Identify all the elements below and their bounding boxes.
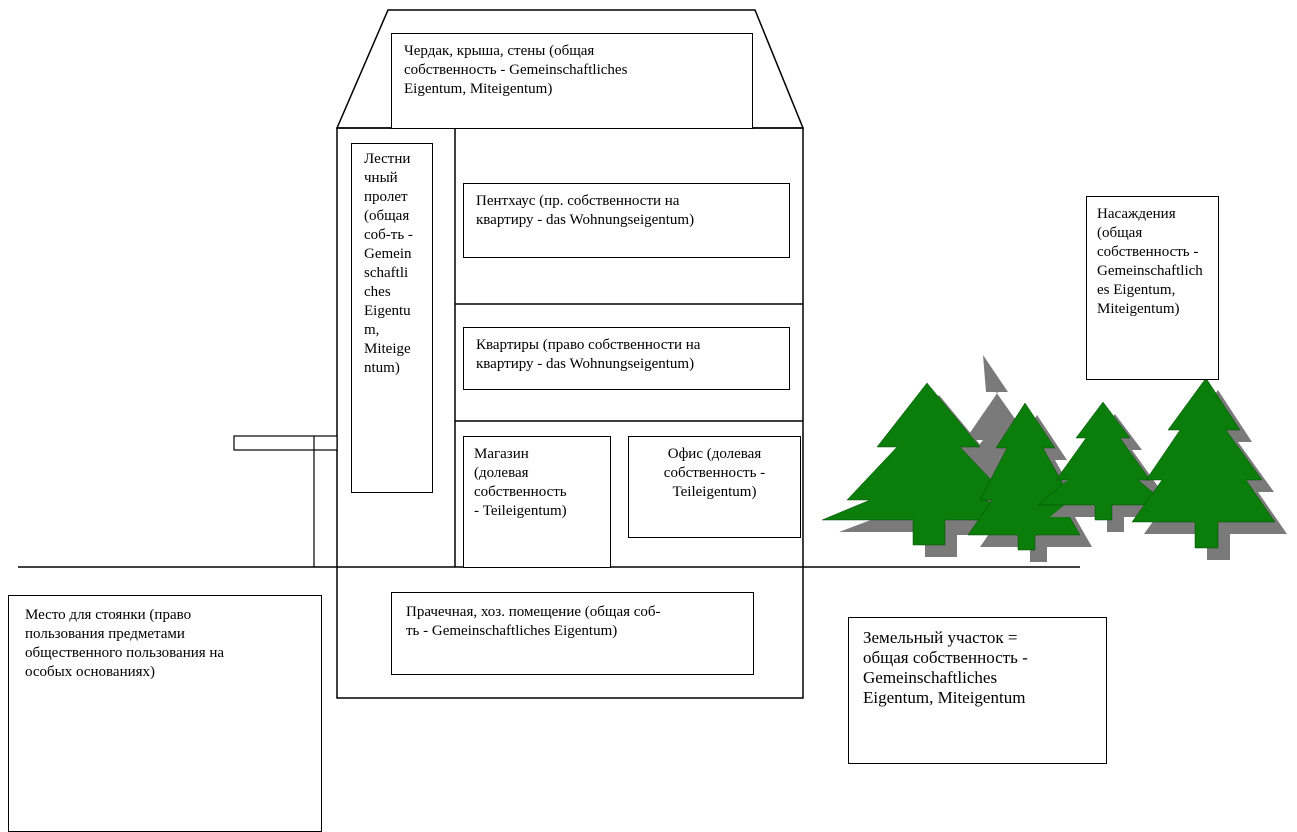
penthouse-label-box: Пентхаус (пр. собственности на квартиру … (463, 183, 790, 258)
tree-1 (821, 382, 1031, 546)
land-label-box: Земельный участок = общая собственность … (848, 617, 1107, 764)
attic-label-box: Чердак, крыша, стены (общая собственност… (391, 33, 753, 129)
fir-tree-icon (821, 355, 1287, 562)
apartments-label-box: Квартиры (право собственности на квартир… (463, 327, 790, 390)
parking-label-box: Место для стоянки (право пользования пре… (8, 595, 322, 832)
tree-4 (1131, 377, 1276, 549)
office-label-box: Офис (долевая собственность - Teileigent… (628, 436, 801, 538)
laundry-label-box: Прачечная, хоз. помещение (общая соб- ть… (391, 592, 754, 675)
tree-2 (967, 402, 1081, 551)
staircase-label-box: Лестни чный пролет (общая соб-ть - Gemei… (351, 143, 433, 493)
balcony (233, 435, 338, 567)
shop-label-box: Магазин (долевая собственность - Teileig… (463, 436, 611, 568)
tree-3 (1037, 401, 1169, 521)
plantings-label-box: Насаждения (общая собственность - Gemein… (1086, 196, 1219, 380)
